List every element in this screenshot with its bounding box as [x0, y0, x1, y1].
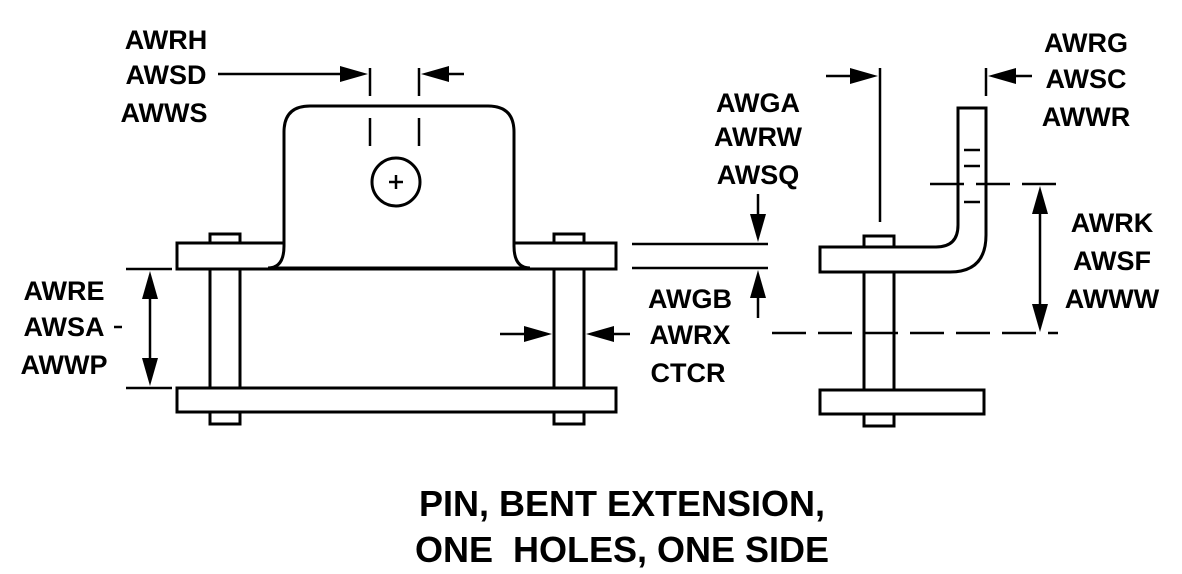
plate-thickness-dimension: [632, 194, 768, 318]
label-awrh: AWRH: [125, 25, 208, 55]
label-awsf: AWSF: [1073, 246, 1151, 276]
label-group-right: AWRK AWSF AWWW: [1065, 208, 1160, 314]
front-view: [126, 66, 630, 426]
label-awsc: AWSC: [1046, 64, 1127, 94]
label-awww: AWWW: [1065, 284, 1160, 314]
label-group-middle-upper: AWGA AWRW AWSQ: [714, 88, 803, 190]
hole-height-arrow-down: [1032, 304, 1048, 332]
caption: PIN, BENT EXTENSION, ONE HOLES, ONE SIDE: [415, 483, 829, 570]
side-bent-extension: [818, 106, 988, 274]
label-awws: AWWS: [121, 98, 208, 128]
label-awsq: AWSQ: [717, 160, 800, 190]
hole-dim-arrow-left: [421, 66, 449, 82]
label-awwp: AWWP: [21, 350, 108, 380]
hole-dim-arrow-right: [340, 66, 368, 82]
label-awre: AWRE: [24, 276, 105, 306]
bottom-link-plate: [175, 386, 618, 414]
label-group-top-left: AWRH AWSD AWWS: [121, 25, 208, 128]
label-awgb: AWGB: [648, 284, 732, 314]
pin-dim-arrow-left: [586, 326, 614, 342]
side-view: [772, 68, 1058, 428]
label-ctcr: CTCR: [651, 358, 726, 388]
caption-line-1: PIN, BENT EXTENSION,: [419, 483, 825, 524]
label-group-top-right: AWRG AWSC AWWR: [1042, 28, 1130, 132]
label-awrx: AWRX: [650, 320, 731, 350]
label-awrw: AWRW: [714, 122, 803, 152]
label-group-middle-lower: AWGB AWRX CTCR: [648, 284, 732, 388]
thickness-arrow-up: [750, 270, 766, 298]
label-awsd: AWSD: [126, 60, 207, 90]
caption-line-2: ONE HOLES, ONE SIDE: [415, 529, 829, 570]
pin-dim-arrow-right: [524, 326, 552, 342]
label-awrg: AWRG: [1044, 28, 1128, 58]
label-group-left: AWRE AWSA AWWP: [21, 276, 122, 380]
ext-width-arrow-right: [850, 68, 878, 84]
label-awrk: AWRK: [1071, 208, 1154, 238]
ext-width-arrow-left: [988, 68, 1016, 84]
height-arrow-up: [142, 271, 158, 299]
thickness-arrow-down: [750, 214, 766, 242]
height-arrow-down: [142, 358, 158, 386]
label-awsa: AWSA: [24, 312, 105, 342]
label-awwr: AWWR: [1042, 102, 1130, 132]
side-bottom-plate: [818, 388, 986, 416]
hole-height-arrow-up: [1032, 186, 1048, 214]
label-awga: AWGA: [716, 88, 800, 118]
